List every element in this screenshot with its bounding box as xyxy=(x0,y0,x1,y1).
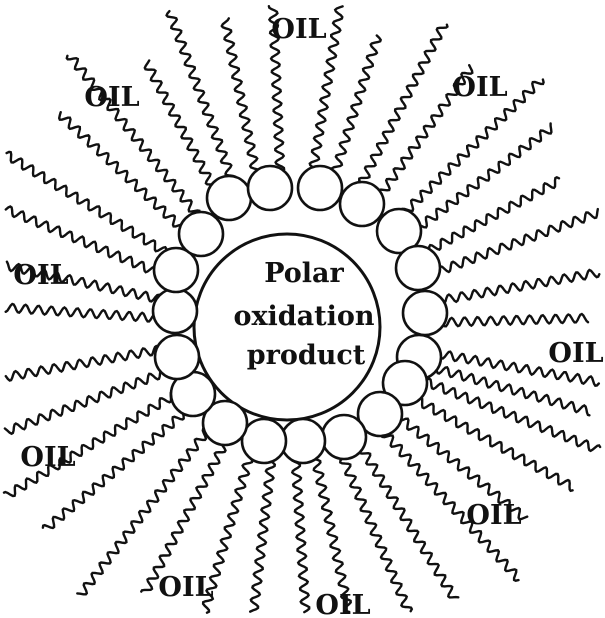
hydrophobic-tail xyxy=(398,388,574,493)
hydrophobic-tail xyxy=(345,23,449,214)
hydrophobic-tail xyxy=(2,390,178,498)
hydrophobic-tail xyxy=(65,54,210,228)
polar-head-group xyxy=(177,210,225,258)
hydrophobic-tail xyxy=(4,344,162,382)
oil-label-left: OIL xyxy=(13,260,68,291)
polar-head-group xyxy=(381,359,429,407)
hydrophobic-tail xyxy=(4,205,170,279)
hydrophobic-tail xyxy=(267,5,287,200)
hydrophobic-tail xyxy=(385,406,529,521)
hydrophobic-tail xyxy=(57,111,195,240)
hydrophobic-tail xyxy=(289,454,311,614)
polar-head-group xyxy=(338,180,386,228)
core-label-line-1: Polar xyxy=(264,258,344,289)
hydrophobic-tail xyxy=(351,435,460,599)
hydrophobic-tail xyxy=(405,372,602,453)
hydrophobic-tail xyxy=(414,312,590,329)
hydrophobic-tail xyxy=(140,439,228,593)
polar-head-group xyxy=(201,399,249,447)
polar-head-group xyxy=(153,333,201,381)
polar-heads xyxy=(151,164,449,465)
hydrophobic-tail xyxy=(76,427,210,596)
polar-head-group xyxy=(356,390,404,438)
oil-label-bottom-right: OIL xyxy=(466,500,521,531)
oil-label-top: OIL xyxy=(271,14,326,45)
oil-label-bottom-2: OIL xyxy=(315,590,370,618)
hydrophobic-tail xyxy=(410,358,591,417)
oil-label-bottom-1: OIL xyxy=(158,572,213,603)
hydrophobic-tail xyxy=(5,150,179,261)
hydrophobic-tail xyxy=(412,345,600,387)
oil-label-bottom-left: OIL xyxy=(20,442,75,473)
polar-head-group xyxy=(375,207,423,255)
polar-head-group xyxy=(152,246,200,294)
hydrophobic-tail xyxy=(3,367,168,436)
polar-head-group xyxy=(296,164,344,212)
polar-head-group xyxy=(205,174,253,222)
core-label-line-2: oxidation xyxy=(233,301,374,332)
hydrophobic-tail xyxy=(41,407,190,530)
oil-label-top-left: OIL xyxy=(84,82,139,113)
hydrophobic-tail xyxy=(249,453,277,613)
hydrophobic-tail xyxy=(165,10,247,208)
polar-head-group xyxy=(401,289,449,337)
oil-label-right: OIL xyxy=(548,338,603,369)
hydrophobic-tail xyxy=(333,444,414,613)
polar-head-group xyxy=(240,417,288,465)
hydrophobic-tail xyxy=(5,260,163,303)
core-label-line-3: product xyxy=(247,340,366,371)
polar-head-group xyxy=(151,287,199,335)
hydrophobic-tail xyxy=(4,302,160,323)
hydrophobic-tail xyxy=(309,451,352,614)
hydrophobic-tail xyxy=(201,449,254,614)
oil-label-top-right: OIL xyxy=(452,72,507,103)
polar-head-group xyxy=(320,413,368,461)
polar-head-group xyxy=(394,244,442,292)
polar-core xyxy=(192,232,382,422)
hydrophobic-tail xyxy=(372,420,520,582)
polar-head-group xyxy=(279,417,327,465)
polar-head-group xyxy=(246,164,294,212)
